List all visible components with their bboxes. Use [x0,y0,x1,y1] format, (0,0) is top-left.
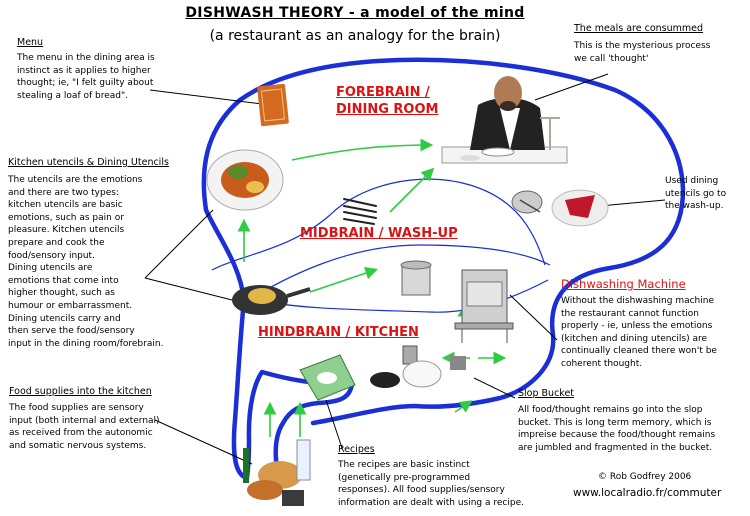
dishwasher-heading: Dishwashing Machine [561,277,686,291]
diner-icon [441,76,568,164]
diagram-subtitle: (a restaurant as an analogy for the brai… [209,28,501,44]
used-dishes-icon [511,189,609,227]
food-heading: Food supplies into the kitchen [9,386,152,397]
groceries-icon [243,439,311,506]
meals-heading: The meals are consummed [574,23,704,34]
recipes-heading: Recipes [338,444,375,455]
utensils-text: The utencils are the emotions and there … [8,175,164,349]
dishwasher-text: Without the dishwashing machine the rest… [561,296,717,369]
ice-bucket-icon [400,260,432,296]
recipes-text: The recipes are basic instinct (genetica… [338,460,524,508]
slop-bucket-icon [450,356,466,370]
slop-heading: Slop Bucket [518,388,575,399]
website-url[interactable]: www.localradio.fr/commuter [573,487,722,499]
frying-pan-icon [232,285,311,315]
pot-and-plate-icon [370,345,442,388]
plated-meal-icon [206,149,284,211]
dishwasher-icon [454,269,514,343]
hindbrain-label: HINDBRAIN / KITCHEN [258,325,419,340]
menu-book-icon [257,83,289,127]
brain-outline [201,57,686,486]
food-text: The food supplies are sensory input (bot… [9,403,160,451]
menu-text: The menu in the dining area is instinct … [17,53,155,101]
meals-text: This is the mysterious process we call '… [574,41,711,64]
slop-text: All food/thought remains go into the slo… [518,405,716,453]
connector-lines [144,73,666,465]
used-utensils-text: Used dining utencils go to the wash-up. [665,176,727,212]
utensils-heading: Kitchen utencils & Dining Utencils [8,157,169,168]
hindbrain-boundary [257,279,549,313]
food-bag-icon [299,354,356,401]
menu-heading: Menu [17,37,44,48]
forebrain-boundary [211,178,546,271]
midbrain-label: MIDBRAIN / WASH-UP [300,226,458,241]
forebrain-label: FOREBRAIN / DINING ROOM [336,85,439,117]
cutlery-icon [343,198,377,225]
author-credit: © Rob Godfrey 2006 [598,472,692,482]
diagram-title: DISHWASH THEORY - a model of the mind [185,5,525,21]
midbrain-boundary [247,244,551,301]
